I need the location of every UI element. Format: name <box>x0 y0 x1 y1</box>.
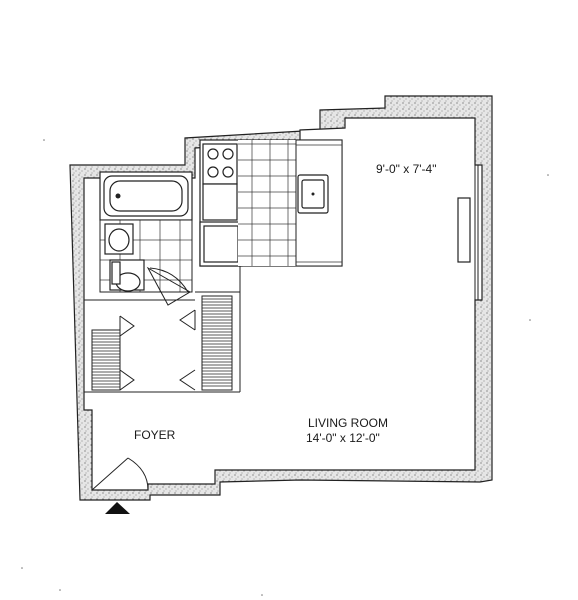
window-east <box>457 165 483 300</box>
entry-door <box>91 457 149 491</box>
scan-specks <box>21 139 549 596</box>
counter <box>202 183 238 221</box>
bathroom <box>99 171 193 306</box>
kitchen-floor-tiles <box>238 140 296 266</box>
living-room-name: LIVING ROOM <box>308 416 388 430</box>
closet-doors <box>119 309 196 391</box>
closet-left <box>91 329 121 391</box>
interior-walls <box>84 266 241 393</box>
kitchen-dimensions: 9'-0" x 7'-4" <box>376 162 436 176</box>
living-room-dimensions: 14'-0" x 12'-0" <box>306 431 380 445</box>
foyer-name: FOYER <box>134 428 176 442</box>
kitchen <box>199 139 343 267</box>
entry-arrow-icon <box>105 502 130 514</box>
closet-right <box>201 295 233 391</box>
